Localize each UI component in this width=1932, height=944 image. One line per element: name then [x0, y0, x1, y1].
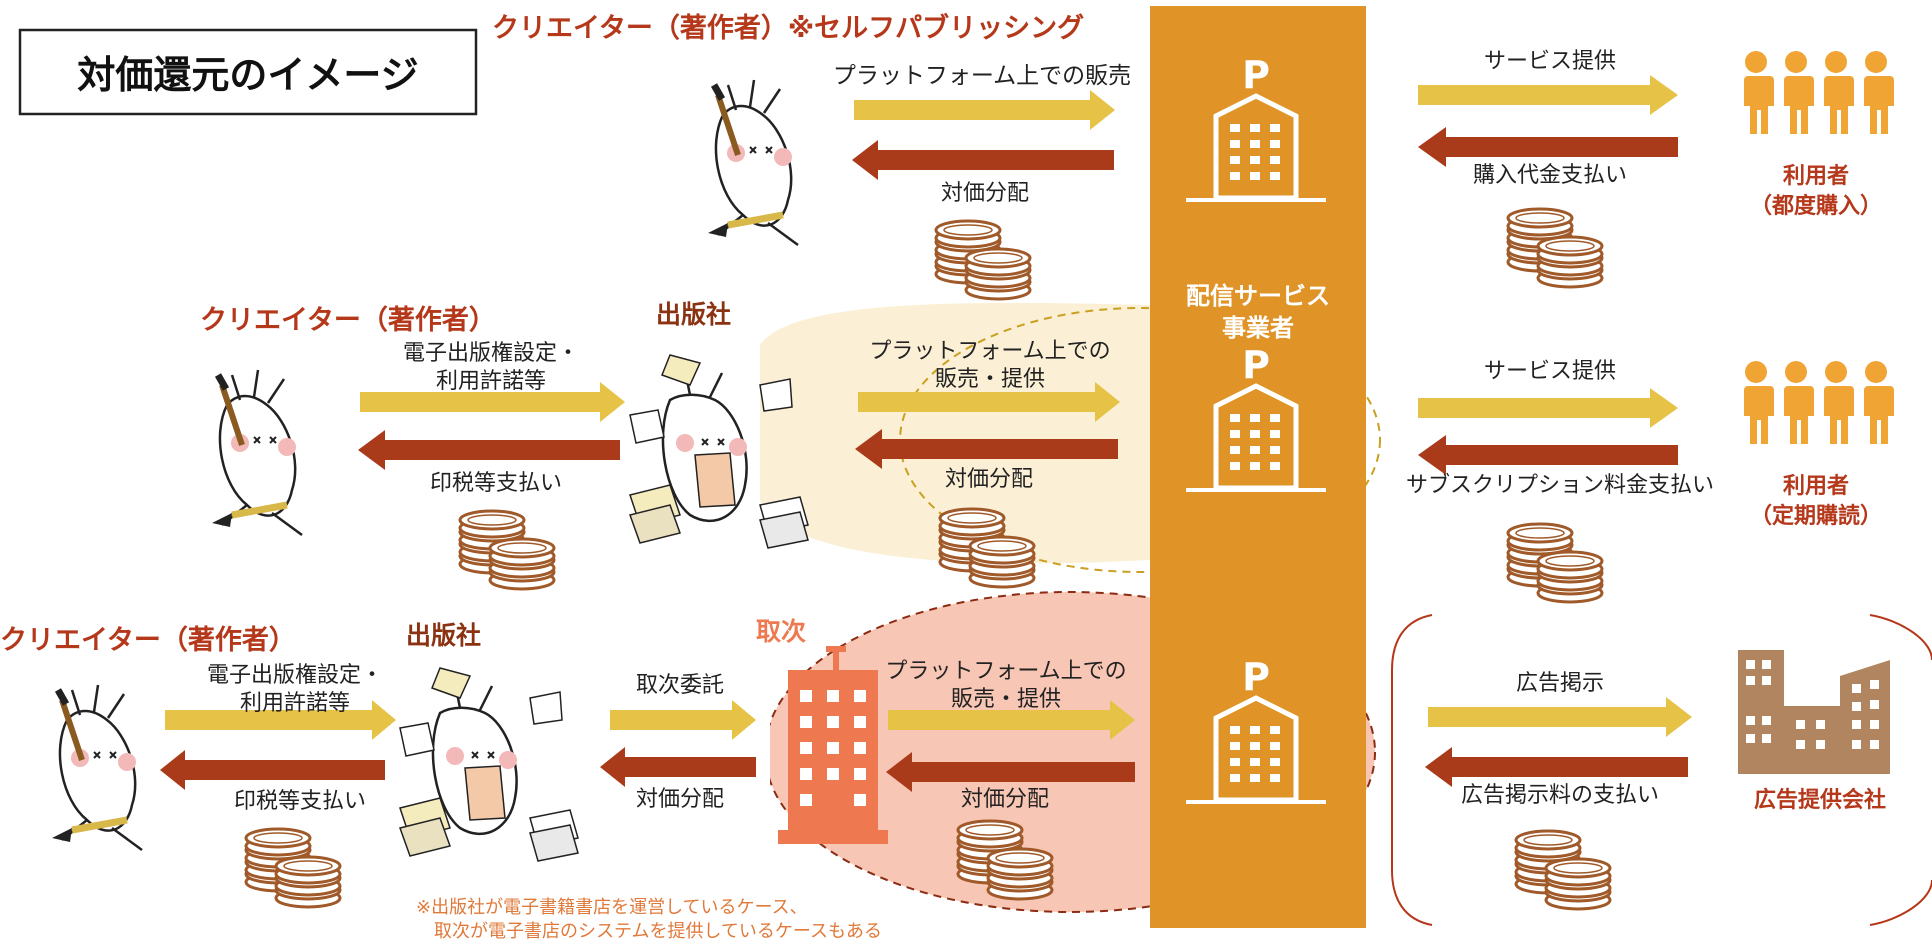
coin-stack-icon [460, 511, 554, 589]
distributor-building-icon [778, 646, 888, 844]
distributor-row-creator-label: クリエイター（著作者） [0, 625, 296, 656]
from-distributor-label: 対価分配 [635, 787, 724, 812]
coin-stack-icon [246, 829, 340, 907]
publisher-row-to-platform-label: プラットフォーム上での 販売・提供 [869, 339, 1111, 392]
to-distributor-label: 取次委託 [635, 673, 724, 698]
coin-stack-icon [1516, 831, 1610, 909]
arrows-row3 [160, 697, 1692, 792]
right-row3-from-label: 広告掲示料の支払い [1460, 783, 1659, 808]
distributor-row-to-platform-label: プラットフォーム上での 販売・提供 [885, 659, 1127, 712]
publisher-character-icon [398, 666, 580, 863]
platform-label: 配信サービス 事業者 [1186, 282, 1330, 342]
company-building-icon [1738, 650, 1890, 774]
right-row1-from-label: 購入代金支払い [1472, 163, 1627, 188]
user-group-icon [1742, 51, 1894, 134]
publisher-label: 出版社 [656, 300, 732, 329]
creator-character-icon [708, 80, 798, 245]
creator-character-icon [212, 370, 302, 535]
user-label-subscription: 利用者 （定期購読） [1749, 474, 1882, 529]
distributor-label: 取次 [756, 617, 807, 646]
coin-stack-icon [1508, 524, 1602, 602]
distributor-row-to-publisher-label: 電子出版権設定・ 利用許諾等 [206, 663, 383, 716]
right-row2-from-label: サブスクリプション料金支払い [1405, 473, 1714, 498]
coin-stack-icon [1508, 209, 1602, 287]
ad-company-label: 広告提供会社 [1753, 788, 1886, 813]
right-row2-to-label: サービス提供 [1483, 359, 1616, 384]
publisher-platform-ellipse [760, 302, 1150, 564]
arrows-row2 [358, 382, 1678, 475]
publisher-row-creator-label: クリエイター（著作者） [200, 305, 496, 336]
distributor-row-from-publisher-label: 印税等支払い [233, 789, 366, 814]
publisher-row-from-publisher-label: 印税等支払い [429, 471, 562, 496]
title-box [18, 28, 478, 116]
distributor-row-from-platform-label: 対価分配 [960, 787, 1049, 812]
publisher-row-from-platform-label: 対価分配 [944, 467, 1033, 492]
right-row1-to-label: サービス提供 [1483, 49, 1616, 74]
self-from-platform-label: 対価分配 [940, 181, 1029, 206]
footnote: ※出版社が電子書籍書店を運営しているケース、 取次が電子書店のシステムを提供して… [416, 897, 883, 942]
right-row3-to-label: 広告掲示 [1515, 671, 1604, 696]
coin-stack-icon [936, 221, 1030, 299]
distributor-row-publisher-label: 出版社 [406, 621, 482, 650]
user-group-icon [1742, 361, 1894, 444]
creator-character-icon [52, 685, 142, 850]
self-to-platform-label: プラットフォーム上での販売 [832, 63, 1132, 89]
self-publishing-creator-label: クリエイター（著作者）※セルフパブリッシング [492, 13, 1085, 44]
user-label-per-purchase: 利用者 （都度購入） [1749, 164, 1882, 219]
arrows-row1 [852, 75, 1678, 180]
page-title: 対価還元のイメージ [77, 53, 419, 97]
publisher-row-to-publisher-label: 電子出版権設定・ 利用許諾等 [402, 341, 579, 394]
